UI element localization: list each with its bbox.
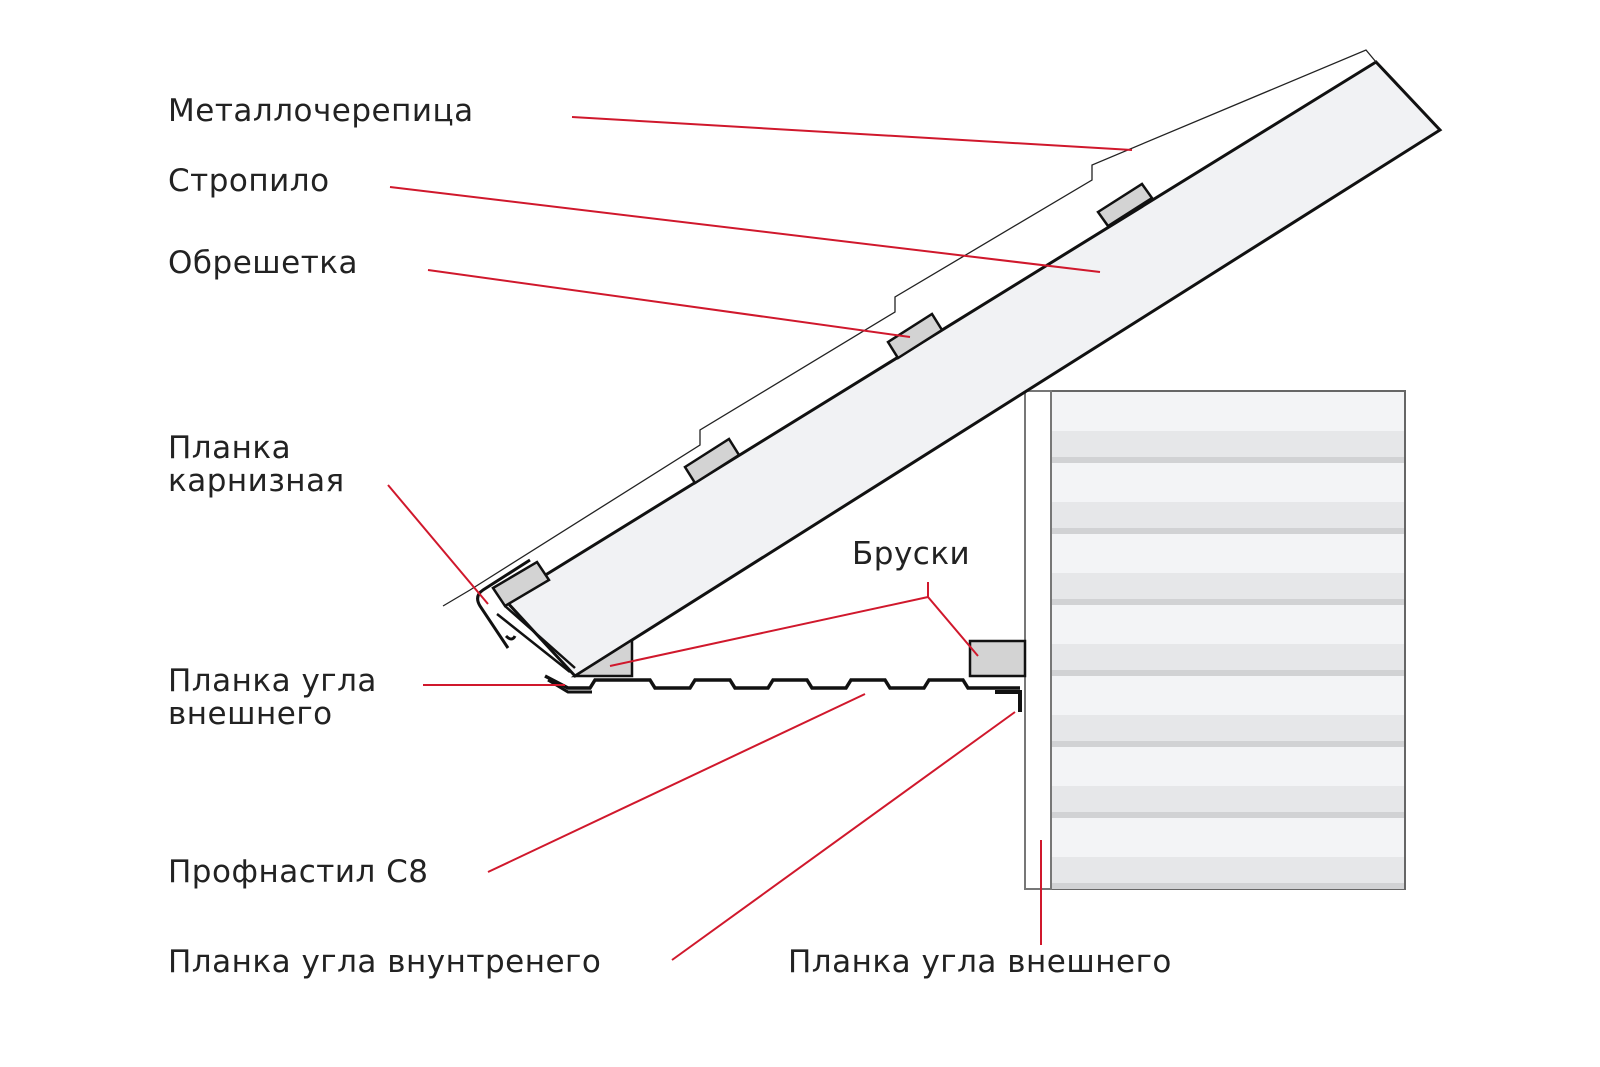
label-eave-strip: Планка карнизная [168, 430, 345, 499]
siding-panel-seam [1052, 670, 1404, 676]
label-outer-corner-left: Планка угла внешнего [168, 663, 377, 732]
label-inner-corner: Планка угла внунтренего [168, 944, 602, 980]
wall-siding [1024, 390, 1406, 890]
profiled-sheet [544, 674, 1020, 690]
siding-panel-seam [1052, 528, 1404, 534]
siding-panel-shade [1052, 786, 1404, 814]
siding-panel-shade [1052, 715, 1404, 743]
siding-panel-shade [1052, 857, 1404, 885]
bar-right [968, 639, 1027, 678]
siding-panel-seam [1052, 457, 1404, 463]
eave-strip [476, 558, 531, 649]
leader-lines [387, 116, 1133, 961]
bar-left [570, 637, 634, 678]
label-rafter: Стропило [168, 163, 330, 199]
siding-panel-shade [1052, 431, 1404, 459]
siding-panel-seam [1052, 883, 1404, 889]
label-profiled-sheet: Профнастил С8 [168, 854, 429, 890]
siding-panel-shade [1052, 644, 1404, 672]
metal-tile [442, 49, 1377, 607]
siding-panel-shade [1052, 502, 1404, 530]
siding-panel-seam [1052, 599, 1404, 605]
label-batten: Обрешетка [168, 245, 358, 281]
label-outer-corner-right: Планка угла внешнего [788, 944, 1172, 980]
siding-panel-seam [1052, 812, 1404, 818]
inner-corner-strip [995, 690, 1022, 712]
siding-panel-seam [1052, 741, 1404, 747]
label-metal-tile: Металлочерепица [168, 93, 474, 129]
rafter [502, 60, 1443, 678]
label-bars: Бруски [852, 536, 971, 572]
outer-corner-strip-right [1024, 390, 1052, 890]
siding-panel-shade [1052, 573, 1404, 601]
battens [491, 182, 1154, 608]
